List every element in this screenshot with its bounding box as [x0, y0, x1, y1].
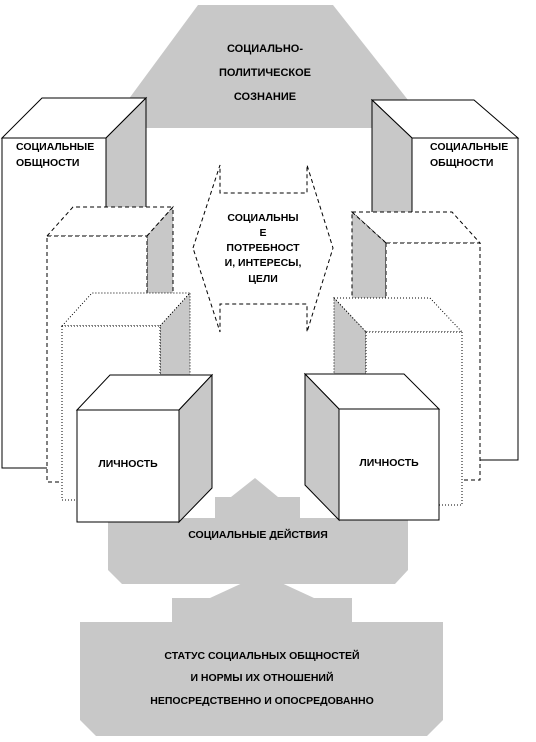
- bottom-status-line-2: И НОРМЫ ИХ ОТНОШЕНИЙ: [190, 671, 333, 684]
- center-arrow-line-2: Е: [259, 227, 266, 239]
- top-consciousness-block: СОЦИАЛЬНО- ПОЛИТИЧЕСКОЕ СОЗНАНИЕ: [128, 5, 408, 128]
- bottom-status-block: СТАТУС СОЦИАЛЬНЫХ ОБЩНОСТЕЙ И НОРМЫ ИХ О…: [80, 574, 443, 736]
- bottom-status-line-3: НЕПОСРЕДСТВЕННО И ОПОСРЕДОВАННО: [150, 695, 374, 707]
- center-arrow-line-5: ЦЕЛИ: [248, 273, 278, 285]
- center-arrow-line-3: ПОТРЕБНОСТ: [226, 242, 300, 254]
- right-person-label: ЛИЧНОСТЬ: [359, 457, 419, 469]
- center-needs-arrow: СОЦИАЛЬНЫ Е ПОТРЕБНОСТ И, ИНТЕРЕСЫ, ЦЕЛИ: [192, 164, 334, 333]
- social-actions-block: СОЦИАЛЬНЫЕ ДЕЙСТВИЯ: [108, 478, 408, 584]
- left-person-cube: ЛИЧНОСТЬ: [75, 373, 214, 524]
- top-block-line-3: СОЗНАНИЕ: [234, 91, 296, 103]
- left-community-line-1: СОЦИАЛЬНЫЕ: [16, 141, 94, 153]
- social-actions-label: СОЦИАЛЬНЫЕ ДЕЙСТВИЯ: [188, 528, 328, 541]
- right-person-cube: ЛИЧНОСТЬ: [303, 372, 441, 522]
- left-community-line-2: ОБЩНОСТИ: [16, 157, 79, 169]
- bottom-status-line-1: СТАТУС СОЦИАЛЬНЫХ ОБЩНОСТЕЙ: [164, 649, 359, 662]
- right-community-line-2: ОБЩНОСТИ: [430, 157, 493, 169]
- top-block-line-2: ПОЛИТИЧЕСКОЕ: [219, 67, 311, 79]
- center-arrow-line-4: И, ИНТЕРЕСЫ,: [225, 257, 302, 269]
- center-arrow-line-1: СОЦИАЛЬНЫ: [227, 212, 298, 224]
- top-block-line-1: СОЦИАЛЬНО-: [227, 43, 303, 55]
- left-person-label: ЛИЧНОСТЬ: [98, 458, 158, 470]
- right-community-line-1: СОЦИАЛЬНЫЕ: [430, 141, 508, 153]
